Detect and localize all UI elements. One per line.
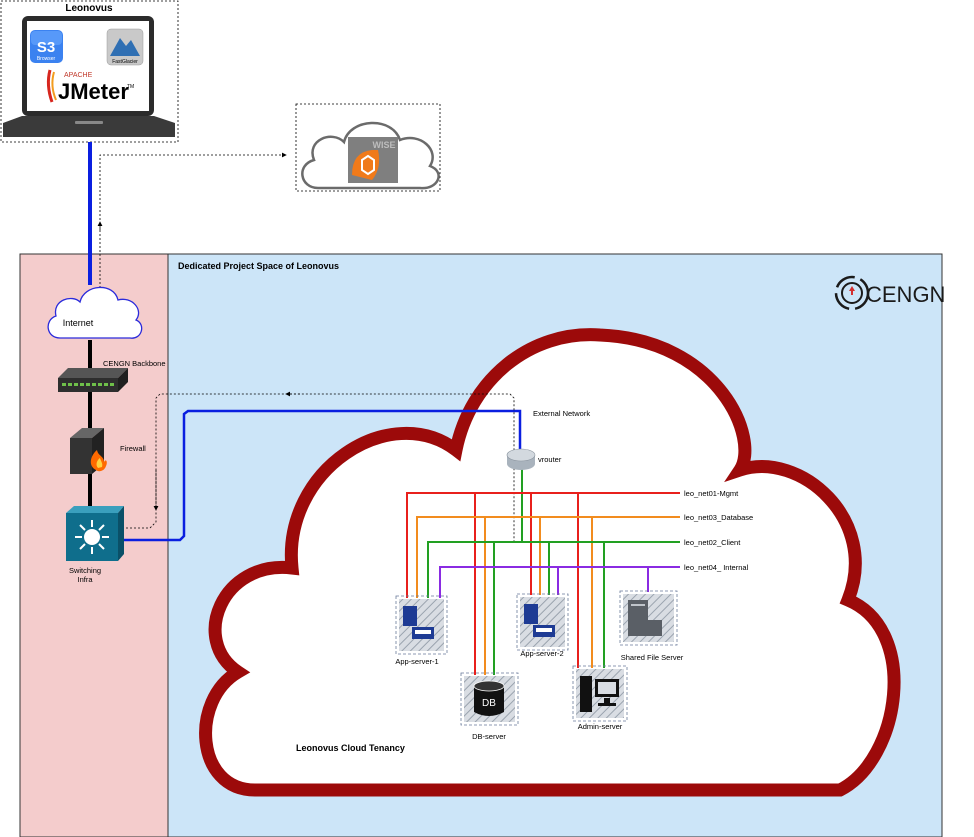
switching-infra-icon [66,506,124,561]
net-client-label: leo_net02_Client [684,538,741,547]
s3-icon-sub: Browser [37,56,56,62]
db-icon-text: DB [482,698,496,709]
db-server-label: DB-server [472,732,506,741]
network-buses [406,492,680,675]
net-mgmt-bus [406,492,680,598]
flow-to-wise [99,152,287,300]
cengn-brand-text: CENGN [866,282,945,307]
jmeter-apache-text: APACHE [64,72,93,79]
jmeter-logo: APACHE JMeter TM [46,69,134,104]
jmeter-tm: TM [127,84,134,90]
db-server-icon[interactable]: DB [460,672,519,726]
admin-server-icon[interactable] [572,665,628,722]
external-network-label: External Network [533,409,590,418]
shared-file-server-icon[interactable] [619,590,678,646]
jmeter-text: JMeter [58,79,129,104]
maple-leaf-icon [849,286,855,295]
net-internal-label: leo_net04_ Internal [684,563,749,572]
wise-cloud-group: WISE [295,103,441,192]
switching-label-line1: Switching [69,566,101,575]
app-server-2-icon[interactable] [516,593,569,651]
vrouter-label: vrouter [538,455,562,464]
app-server-1-label: App-server-1 [395,657,438,666]
shared-file-server-label: Shared File Server [621,653,684,662]
admin-server-label: Admin-server [578,722,623,731]
net-client-bus [427,541,680,598]
laptop-trackpad [75,121,103,124]
fastglacier-icon-text: FastGlacier [112,59,138,65]
net-mgmt-label: leo_net01-Mgmt [684,489,739,498]
switching-label-line2: Infra [77,575,93,584]
internet-cloud-icon [47,286,143,339]
cengn-logo: CENGN [834,275,945,311]
backbone-label: CENGN Backbone [103,359,166,368]
app-server-2-label: App-server-2 [520,649,563,658]
vrouter-icon [506,448,536,470]
firewall-label: Firewall [120,444,146,453]
wise-logo-text: WISE [372,140,395,150]
internet-label: Internet [63,318,94,328]
tenancy-title: Leonovus Cloud Tenancy [296,743,405,753]
wise-logo-mark [352,150,380,180]
backbone-switch-icon [58,368,128,392]
net-database-label: leo_net03_Database [684,513,753,522]
firewall-icon [70,428,107,474]
s3-browser-icon: S3 Browser [30,30,63,63]
laptop-group: Leonovus S3 Browser FastGlacier APACHE J… [0,0,179,143]
external-network-link [118,409,522,542]
net-internal-bus [439,566,680,598]
s3-icon-text: S3 [37,39,55,56]
fastglacier-icon: FastGlacier [106,28,144,66]
app-server-1-icon[interactable] [395,595,448,655]
laptop-title: Leonovus [65,3,113,14]
project-space-title: Dedicated Project Space of Leonovus [178,261,339,271]
laptop-keyboard-base [3,116,175,137]
blue-links [88,142,522,542]
